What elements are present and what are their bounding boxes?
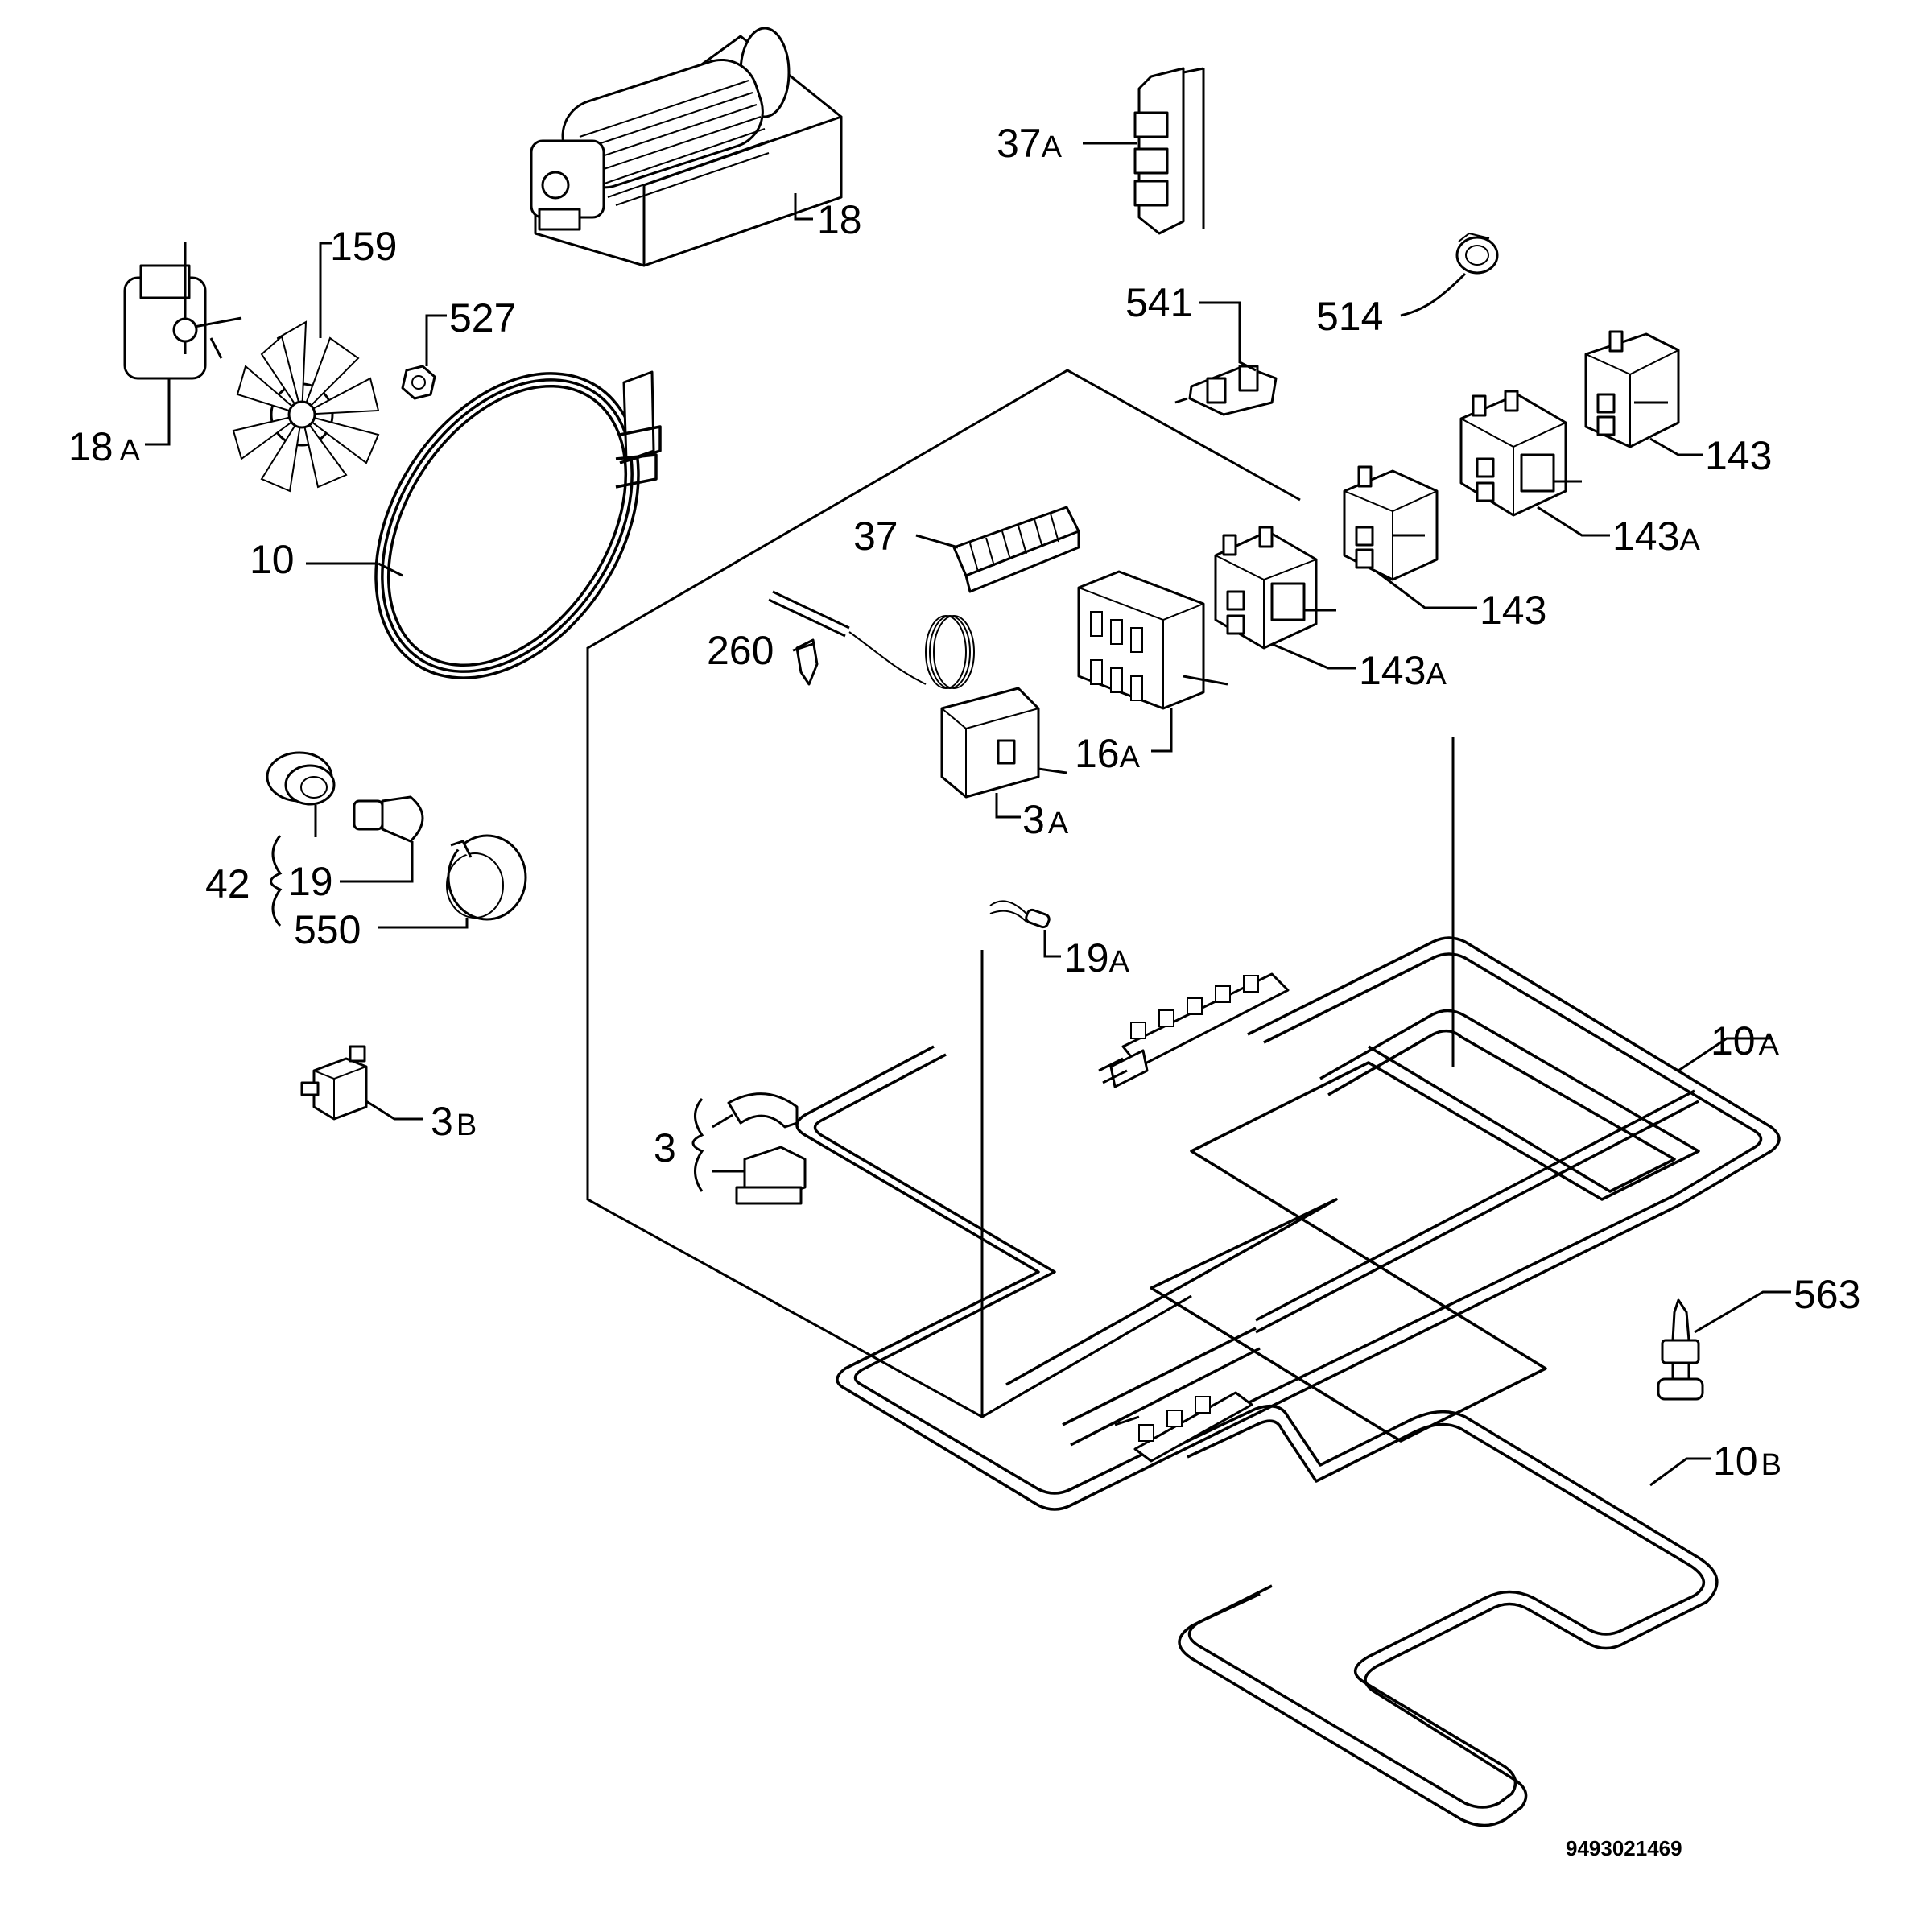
thermal-cutout-3b-part xyxy=(300,1045,368,1121)
lamp-cover-part xyxy=(446,834,527,921)
lamp-holder-part xyxy=(266,751,336,806)
label-143a-top: 143A xyxy=(1612,514,1700,559)
clip-260-part xyxy=(795,638,819,686)
label-37: 37 xyxy=(853,514,898,559)
terminal-bar-37a-part xyxy=(1133,67,1205,235)
label-143-top: 143 xyxy=(1705,433,1772,478)
label-3: 3 xyxy=(654,1125,676,1170)
adjustable-foot-part xyxy=(1657,1298,1704,1401)
bottom-heating-element-part xyxy=(1114,1391,1719,1827)
temperature-sensor-part xyxy=(989,900,1051,929)
label-37a: 37A xyxy=(997,121,1063,166)
label-550: 550 xyxy=(294,907,361,952)
label-527: 527 xyxy=(449,295,516,341)
label-563: 563 xyxy=(1794,1272,1860,1317)
fan-nut-part xyxy=(401,365,436,400)
grommet-part xyxy=(1455,232,1499,275)
energy-regulator-143a-mid-part xyxy=(1214,526,1336,650)
document-code: 9493021469 xyxy=(1566,1836,1682,1860)
fan-motor-part xyxy=(123,242,242,380)
label-143a-mid: 143A xyxy=(1359,648,1447,693)
thermostat-part xyxy=(768,590,1067,799)
label-514: 514 xyxy=(1316,294,1383,339)
fan-impeller-part xyxy=(232,320,380,493)
label-260: 260 xyxy=(707,628,774,673)
label-159: 159 xyxy=(330,224,397,269)
label-541: 541 xyxy=(1125,280,1192,325)
tangential-fan-part xyxy=(530,27,843,267)
label-18: 18 xyxy=(817,197,862,242)
terminal-block-37-part xyxy=(952,506,1080,593)
energy-regulator-143-mid-part xyxy=(1343,465,1439,581)
label-19a: 19A xyxy=(1064,935,1130,980)
lamp-bulb-part xyxy=(353,795,424,843)
energy-regulator-143-top-part xyxy=(1584,330,1680,448)
selector-switch-part xyxy=(1077,570,1228,710)
safety-thermostat-3-part xyxy=(727,1092,807,1205)
circular-heating-element-part xyxy=(374,370,662,679)
label-42: 42 xyxy=(205,861,250,906)
door-switch-part xyxy=(1174,365,1278,416)
label-10: 10 xyxy=(250,537,295,582)
label-19: 19 xyxy=(288,859,333,904)
energy-regulator-143a-top-part xyxy=(1459,390,1582,517)
label-143-mid: 143 xyxy=(1480,588,1546,633)
grill-heating-element-part xyxy=(795,936,1781,1511)
label-16a: 16A xyxy=(1075,731,1141,776)
